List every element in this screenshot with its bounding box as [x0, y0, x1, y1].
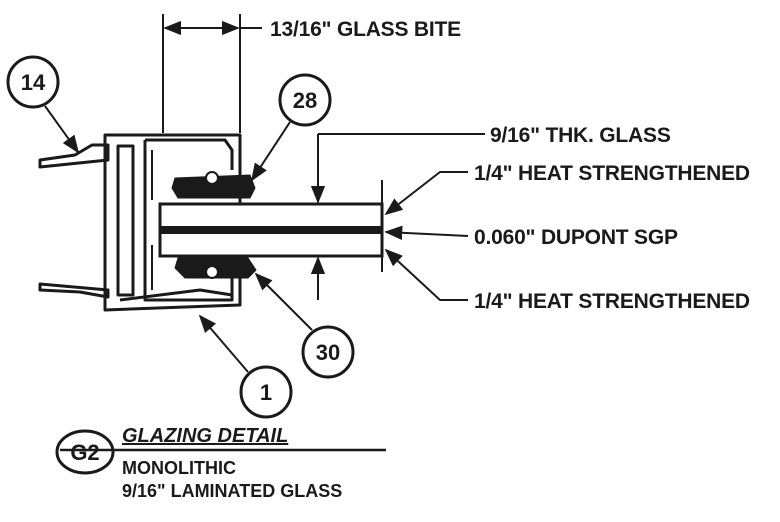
balloon-28: 28	[251, 73, 332, 182]
balloon-30-text: 30	[316, 340, 340, 365]
balloon-1-circle	[239, 365, 293, 419]
balloon-28-circle	[278, 73, 332, 127]
bottom-pocket	[143, 140, 234, 302]
detail-tag-ellipse	[55, 429, 115, 475]
frame-extrusion	[38, 133, 242, 312]
top-pocket	[145, 138, 234, 170]
bottom-lip	[119, 288, 233, 302]
balloon-14-circle	[6, 55, 60, 109]
glass-thickness-dimension	[310, 133, 485, 300]
balloon-30: 30	[254, 272, 355, 379]
glass-bite-label: 13/16" GLASS BITE	[270, 18, 461, 41]
top-flange	[38, 143, 110, 169]
title-block: G2 GLAZING DETAIL MONOLITHIC 9/16" LAMIN…	[55, 425, 386, 501]
frame-body	[103, 133, 242, 312]
detail-tag-text: G2	[70, 440, 99, 465]
interlayer-label: 0.060" DUPONT SGP	[474, 226, 678, 249]
detail-subtitle-line2: 9/16" LAMINATED GLASS	[122, 481, 342, 501]
balloon-1-text: 1	[260, 380, 272, 405]
balloon-14-text: 14	[21, 70, 46, 95]
bottom-flange	[38, 282, 110, 299]
top-gasket-hole	[205, 171, 219, 185]
inner-lite-leader	[384, 248, 468, 301]
inner-lite-label: 1/4" HEAT STRENGTHENED	[474, 290, 750, 313]
balloon-14-leader	[44, 105, 80, 154]
balloon-30-circle	[301, 325, 355, 379]
balloon-28-text: 28	[293, 88, 317, 113]
sgp-interlayer	[160, 226, 382, 234]
balloon-28-leader	[251, 121, 291, 182]
outer-lite-leader	[384, 171, 468, 216]
balloon-14: 14	[6, 55, 80, 154]
interlayer-leader	[384, 225, 469, 240]
glass-thickness-label: 9/16" THK. GLASS	[490, 124, 671, 147]
glass-bite-dimension	[162, 14, 262, 133]
balloon-1: 1	[198, 314, 293, 419]
balloon-1-leader	[198, 314, 249, 373]
layer-leaders	[384, 171, 469, 301]
outer-lite-label: 1/4" HEAT STRENGTHENED	[474, 162, 750, 185]
laminated-glass	[158, 180, 384, 272]
gaskets	[171, 171, 257, 279]
detail-subtitle-line1: MONOLITHIC	[122, 458, 236, 478]
bottom-gasket-hole	[205, 265, 219, 279]
balloon-30-leader	[254, 272, 313, 331]
top-gasket	[171, 174, 256, 199]
frame-inner-wall	[116, 144, 135, 297]
detail-title: GLAZING DETAIL	[122, 425, 288, 447]
